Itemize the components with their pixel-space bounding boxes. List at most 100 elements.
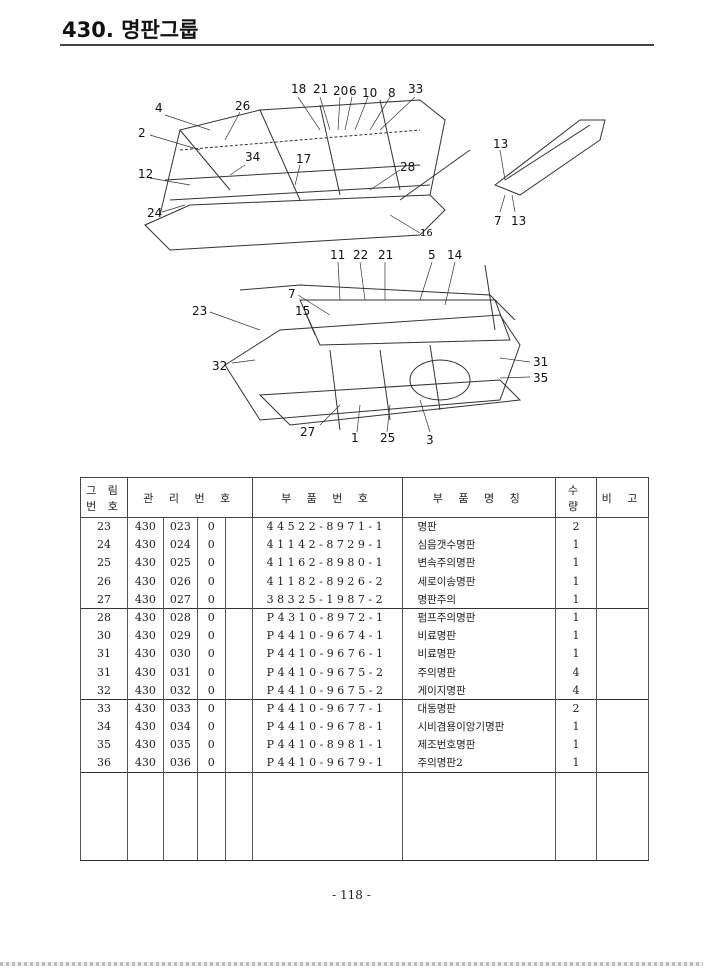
part-name-cell: 변속주의명판 <box>402 553 557 573</box>
remarks-cell <box>596 717 649 736</box>
mgmt-blank-cell <box>224 644 253 663</box>
callout-label: 14 <box>447 248 463 262</box>
title-rule <box>60 44 654 46</box>
mgmt-blank-cell <box>224 626 253 645</box>
remarks-cell <box>596 553 649 573</box>
header-part-no: 부 품 번 호 <box>251 477 404 518</box>
header-remarks: 비 고 <box>596 477 649 518</box>
mgmt-serial-cell: 036 <box>162 753 198 773</box>
mgmt-serial-cell: 033 <box>162 698 198 718</box>
mgmt-blank-cell <box>224 590 253 609</box>
part-no-cell: 38325-1987-2 <box>251 590 404 609</box>
part-no-cell: P4410-8981-1 <box>251 735 404 754</box>
remarks-cell <box>596 663 649 682</box>
parts-diagram <box>144 96 606 433</box>
qty-cell: 1 <box>555 607 598 627</box>
fig-no-cell: 31 <box>80 663 128 682</box>
part-name-cell: 주의명판 <box>402 663 557 682</box>
part-no-cell: 41162-8980-1 <box>251 553 404 573</box>
callout-label: 24 <box>147 206 163 220</box>
remarks-cell <box>596 572 649 591</box>
callout-label: 11 <box>330 248 346 262</box>
blank-cell <box>402 771 557 861</box>
part-no-cell: 41182-8926-2 <box>251 572 404 591</box>
mgmt-serial-cell: 024 <box>162 535 198 554</box>
part-no-cell: P4310-8972-1 <box>251 607 404 627</box>
mgmt-suffix-cell: 0 <box>196 553 226 573</box>
remarks-cell <box>596 535 649 554</box>
part-name-cell: 주의명판2 <box>402 753 557 773</box>
mgmt-serial-cell: 026 <box>162 572 198 591</box>
part-name-cell: 게이지명판 <box>402 681 557 700</box>
part-no-cell: P4410-9674-1 <box>251 626 404 645</box>
part-name-cell: 펌프주의명판 <box>402 607 557 627</box>
fig-no-cell: 31 <box>80 644 128 663</box>
qty-cell: 2 <box>555 516 598 536</box>
part-no-cell: P4410-9678-1 <box>251 717 404 736</box>
blank-cell <box>162 771 198 861</box>
mgmt-serial-cell: 023 <box>162 516 198 536</box>
callout-label: 33 <box>408 82 424 96</box>
mgmt-group-cell: 430 <box>126 663 164 682</box>
part-name-cell: 대동명판 <box>402 698 557 718</box>
part-name-cell: 제조번호명판 <box>402 735 557 754</box>
mgmt-serial-cell: 028 <box>162 607 198 627</box>
leader-lines <box>149 96 531 433</box>
fig-no-cell: 33 <box>80 698 128 718</box>
mgmt-blank-cell <box>224 753 253 773</box>
remarks-cell <box>596 607 649 627</box>
mgmt-suffix-cell: 0 <box>196 644 226 663</box>
mgmt-suffix-cell: 0 <box>196 535 226 554</box>
header-fig-no: 그 림 번 호 <box>80 477 128 518</box>
blank-cell <box>555 771 598 861</box>
part-no-cell: 44522-8971-1 <box>251 516 404 536</box>
mgmt-group-cell: 430 <box>126 735 164 754</box>
callout-label: 16 <box>420 228 433 239</box>
bottom-machine-drawing <box>224 264 522 431</box>
callout-label: 5 <box>428 248 436 262</box>
qty-cell: 1 <box>555 644 598 663</box>
part-name-cell: 명판주의 <box>402 590 557 609</box>
qty-cell: 1 <box>555 626 598 645</box>
mgmt-serial-cell: 034 <box>162 717 198 736</box>
callout-label: 25 <box>380 431 396 445</box>
callout-label: 34 <box>245 150 261 164</box>
mgmt-group-cell: 430 <box>126 535 164 554</box>
callout-label: 3 <box>426 433 434 447</box>
remarks-cell <box>596 516 649 536</box>
part-name-cell: 비료명판 <box>402 644 557 663</box>
blank-cell <box>80 771 128 861</box>
mgmt-blank-cell <box>224 663 253 682</box>
fig-no-cell: 35 <box>80 735 128 754</box>
part-name-cell: 명판 <box>402 516 557 536</box>
fig-no-cell: 36 <box>80 753 128 773</box>
fig-no-cell: 24 <box>80 535 128 554</box>
remarks-cell <box>596 753 649 773</box>
mgmt-group-cell: 430 <box>126 753 164 773</box>
mgmt-blank-cell <box>224 717 253 736</box>
callout-label: 13 <box>493 137 509 151</box>
mgmt-suffix-cell: 0 <box>196 753 226 773</box>
callout-label: 21 <box>313 82 329 96</box>
part-no-cell: P4410-9675-2 <box>251 663 404 682</box>
page-number: - 118 - <box>332 888 371 902</box>
callout-label: 32 <box>212 359 228 373</box>
fig-no-cell: 30 <box>80 626 128 645</box>
remarks-cell <box>596 735 649 754</box>
blank-cell <box>596 771 649 861</box>
mgmt-blank-cell <box>224 553 253 573</box>
callout-label: 23 <box>192 304 208 318</box>
callout-label: 18 <box>291 82 307 96</box>
mgmt-blank-cell <box>224 516 253 536</box>
mgmt-blank-cell <box>224 735 253 754</box>
callout-label: 20 <box>333 84 349 98</box>
callout-label: 22 <box>353 248 369 262</box>
part-name-cell: 시비겸용이앙기명판 <box>402 717 557 736</box>
mgmt-blank-cell <box>224 607 253 627</box>
callout-label: 21 <box>378 248 394 262</box>
blank-cell <box>224 771 253 861</box>
part-no-cell: P4410-9675-2 <box>251 681 404 700</box>
